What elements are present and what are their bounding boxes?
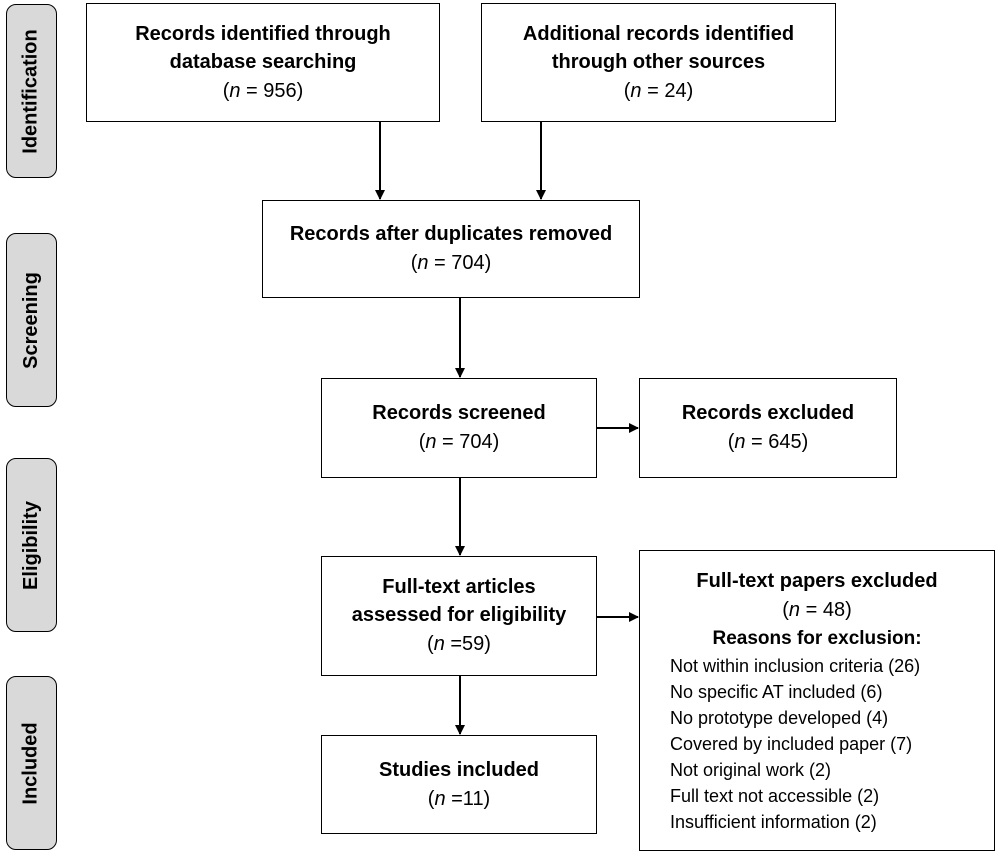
exclusion-reason: Not original work (2) — [670, 760, 832, 780]
box-studies-included: Studies included (n =11) — [321, 735, 597, 834]
exclusion-reason: Full text not accessible (2) — [670, 786, 880, 806]
box-fulltext-excluded: Full-text papers excluded (n = 48) Reaso… — [639, 550, 995, 851]
box-database-records-title: Records identified through database sear… — [135, 22, 391, 73]
box-other-sources-count: (n = 24) — [623, 79, 694, 102]
exclusion-reason: No prototype developed (4) — [670, 708, 889, 728]
box-records-excluded-count: (n = 645) — [727, 431, 809, 453]
box-duplicates-removed: Records after duplicates removed (n = 70… — [262, 200, 640, 298]
box-fulltext-assessed: Full-text articles assessed for eligibil… — [321, 556, 597, 676]
box-duplicates-removed-count: (n = 704) — [410, 252, 492, 274]
exclusion-reason: Covered by included paper (7) — [670, 734, 913, 754]
box-records-screened-title: Records screened — [372, 402, 546, 424]
box-database-records-count: (n = 956) — [222, 79, 304, 102]
stage-identification: Identification — [6, 4, 57, 178]
box-other-sources-title: Additional records identified through ot… — [522, 22, 795, 73]
box-other-sources: Additional records identified through ot… — [481, 3, 836, 122]
exclusion-reasons-list: Not within inclusion criteria (26) No sp… — [640, 653, 994, 835]
box-records-excluded-title: Records excluded — [681, 402, 855, 424]
box-records-screened: Records screened (n = 704) — [321, 378, 597, 478]
box-fulltext-assessed-title: Full-text articles assessed for eligibil… — [351, 576, 567, 626]
box-duplicates-removed-title: Records after duplicates removed — [289, 223, 613, 245]
exclusion-reason: Insufficient information (2) — [670, 812, 877, 832]
exclusion-reasons-heading: Reasons for exclusion: — [712, 628, 922, 649]
exclusion-reason: Not within inclusion criteria (26) — [670, 656, 921, 676]
box-fulltext-excluded-title: Full-text papers excluded — [696, 570, 938, 592]
box-fulltext-excluded-count: (n = 48) — [782, 599, 852, 621]
stage-eligibility: Eligibility — [6, 458, 57, 632]
box-studies-included-count: (n =11) — [427, 787, 491, 810]
box-studies-included-title: Studies included — [378, 758, 540, 781]
box-fulltext-assessed-count: (n =59) — [427, 633, 491, 655]
exclusion-reason: No specific AT included (6) — [670, 682, 883, 702]
stage-screening: Screening — [6, 233, 57, 407]
box-database-records: Records identified through database sear… — [86, 3, 440, 122]
box-records-excluded: Records excluded (n = 645) — [639, 378, 897, 478]
stage-included: Included — [6, 676, 57, 850]
box-records-screened-count: (n = 704) — [418, 431, 500, 453]
